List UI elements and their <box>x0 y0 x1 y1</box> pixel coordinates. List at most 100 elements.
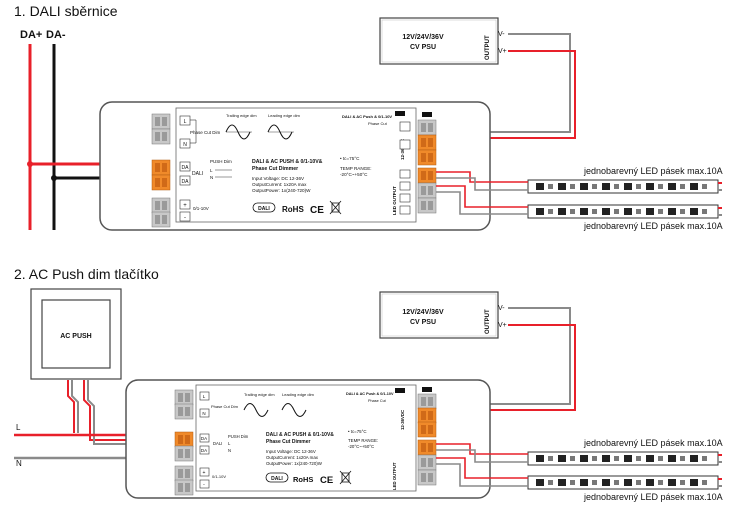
led-strip <box>527 179 719 194</box>
spec-power: OutputPower: 1x(240-720)W <box>266 461 323 466</box>
v010-label: 0/1-10V <box>212 474 226 479</box>
leading-waveform <box>281 403 307 417</box>
pin-plus: + <box>183 203 187 209</box>
mode-switch <box>395 111 405 116</box>
leading-label: Leading edge dim <box>268 113 300 118</box>
psu-line1: 12V/24V/36V <box>402 309 444 316</box>
push-dim-label: PUSH Dim <box>228 434 249 439</box>
switch-label: DALI & AC Push & 0/1-10V <box>342 114 392 119</box>
pin-l: L <box>203 394 206 399</box>
led-strip-label: jednobarevný LED pásek max.10A <box>583 492 723 502</box>
led-strip-label: jednobarevný LED pásek max.10A <box>583 438 723 448</box>
dali-logo <box>252 202 276 213</box>
pin-da2: DA <box>182 179 190 185</box>
psu-vminus-wire <box>436 307 571 405</box>
pin-da1: DA <box>182 165 190 171</box>
pin-da1: DA <box>201 436 207 441</box>
psu-vplus: V+ <box>498 48 507 55</box>
push-n-label: N <box>228 448 231 453</box>
led-strip <box>527 204 719 219</box>
spec-voltage: Input Voltage: DC 12-36V <box>252 176 305 181</box>
psu-vplus: V+ <box>498 322 507 329</box>
led-wire <box>436 463 528 487</box>
led-wire <box>436 177 528 191</box>
psu-output-label: OUTPUT <box>485 35 491 60</box>
push-dim-label: PUSH Dim <box>210 159 232 164</box>
psu-vminus: V- <box>498 31 505 38</box>
pin-minus: - <box>184 215 186 221</box>
pin-n: N <box>202 411 205 416</box>
ce-mark: CE <box>320 475 333 486</box>
weee-bin-icon <box>339 470 352 485</box>
product-line1: DALI & AC PUSH & 0/1-10V& <box>266 432 334 438</box>
phase-cut-label: Phase Cut Dim <box>211 404 239 409</box>
psu-line2: CV PSU <box>410 319 436 326</box>
psu-vminus: V- <box>498 305 505 312</box>
product-line2: Phase Cut Dimmer <box>266 439 311 445</box>
tc-label: • tc=75°C <box>340 156 360 161</box>
switch-label2: Phase Cut <box>368 399 387 403</box>
spec-power: OutputPower: 1x(240-720)W <box>252 188 311 193</box>
led-wire <box>436 191 528 215</box>
led-wire <box>436 185 528 208</box>
trailing-waveform <box>243 403 269 417</box>
junction-dot <box>27 161 33 167</box>
trailing-label: Trailing edge dim <box>244 392 275 397</box>
trailing-label: Trailing edge dim <box>226 113 257 118</box>
tc-label: • tc=75°C <box>348 429 367 434</box>
junction-dot <box>51 175 57 181</box>
wire-l-label: L <box>16 423 21 432</box>
pin-plus: + <box>203 470 206 476</box>
product-line2: Phase Cut Dimmer <box>252 166 298 172</box>
pin-minus: - <box>203 482 205 488</box>
psu-line1: 12V/24V/36V <box>402 34 444 41</box>
ac-push-label: AC PUSH <box>60 333 92 340</box>
pin-n: N <box>183 142 187 148</box>
led-strip-label: jednobarevný LED pásek max.10A <box>583 166 723 176</box>
psu-vplus-wire <box>436 50 576 139</box>
dimmer-module: L N DA DA + - Phase Cut Dim DALI 0/1-10V… <box>99 101 491 231</box>
psu-line2: CV PSU <box>410 44 436 51</box>
wire-n-label: N <box>16 459 22 468</box>
weee-bin-icon <box>329 200 342 215</box>
temp-range-label: TEMP RANGE: <box>340 166 372 171</box>
spec-current: OutputCurrent: 1x20A max <box>252 182 307 187</box>
dimmer-module: L N DA DA + - Phase Cut Dim 0/1-10V Trai… <box>125 379 491 499</box>
led-wire <box>436 171 528 183</box>
push-n-label: N <box>210 175 213 180</box>
led-wire <box>436 449 528 463</box>
psu-output-label: OUTPUT <box>485 309 491 334</box>
switch-label2: Phase Cut <box>368 121 388 126</box>
vdc-label: 12-36VDC <box>400 410 405 430</box>
temp-values: -20°C~+50°C <box>348 444 374 449</box>
dali-logo-text: DALI <box>271 476 283 482</box>
leading-label: Leading edge dim <box>282 392 314 397</box>
v010-label: 0/1-10V <box>193 206 209 211</box>
led-wire <box>436 457 528 479</box>
ac-push-button: AC PUSH <box>30 288 122 380</box>
switch-label: DALI & AC Push & 0/1-10V <box>346 392 394 396</box>
rohs-mark: RoHS <box>282 205 304 214</box>
dali-logo-text: DALI <box>258 206 270 212</box>
push-l-label: L <box>210 168 213 173</box>
psu-box: 12V/24V/36V CV PSU OUTPUT V- V+ <box>379 291 507 339</box>
rohs-mark: RoHS <box>293 475 313 484</box>
led-strip <box>527 451 719 466</box>
led-strip <box>527 475 719 490</box>
pin-l: L <box>184 119 187 125</box>
led-output-label: LED OUTPUT <box>392 186 397 215</box>
spec-current: OutputCurrent: 1x20A max <box>266 455 319 460</box>
pin-da2: DA <box>201 448 207 453</box>
dali-pin-label: DALI <box>192 171 203 177</box>
spec-voltage: Input Voltage: DC 12-36V <box>266 449 316 454</box>
mode-switch <box>395 388 405 393</box>
dali-pin-label: DALI <box>213 441 222 446</box>
bus-minus-label: DA- <box>46 29 66 41</box>
product-line1: DALI & AC PUSH & 0/1-10V& <box>252 159 323 165</box>
psu-vminus-wire <box>436 33 571 133</box>
bus-plus-label: DA+ <box>20 29 42 41</box>
temp-values: -20°C~+50°C <box>340 172 368 177</box>
psu-vplus-wire <box>436 324 576 411</box>
section2-title: 2. AC Push dim tlačítko <box>14 266 159 282</box>
